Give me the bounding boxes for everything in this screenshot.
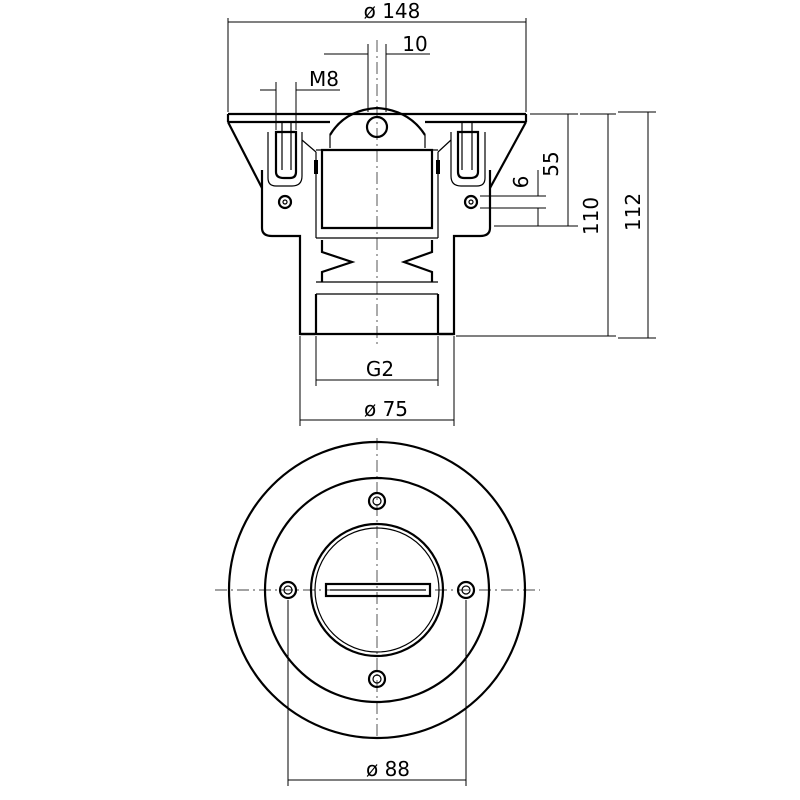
top-view: ø 88: [215, 438, 540, 786]
bolt-hole-bottom: [367, 669, 387, 689]
pin-hole-right: [463, 194, 479, 210]
dim-label-112: 112: [621, 193, 645, 231]
dim-label-88: ø 88: [366, 757, 410, 781]
dim-label-10: 10: [402, 32, 427, 56]
hinge-dome: [329, 106, 426, 148]
top-flange: [226, 112, 528, 189]
slot: [324, 582, 432, 598]
housing-right: [437, 122, 492, 336]
side-view: ø 148 10 M8 6: [226, 0, 656, 426]
dim-label-75: ø 75: [364, 397, 408, 421]
dim-label-148: ø 148: [364, 0, 421, 23]
dim-bolt-circle: ø 88: [287, 600, 467, 786]
dim-offset-10: 10: [324, 32, 430, 112]
dim-height-110: 110: [456, 113, 616, 337]
central-body: [314, 148, 440, 295]
dim-thread-m8: M8: [260, 67, 340, 130]
inner-ring: [263, 476, 491, 704]
dim-pipe-diameter: ø 75: [299, 336, 455, 426]
outlet-pipe: [300, 294, 454, 336]
dim-label-6: 6: [509, 176, 533, 189]
bolt-hole-top: [367, 491, 387, 511]
dim-pipe-thread: G2: [315, 336, 439, 386]
dim-height-6: 6: [480, 170, 546, 226]
outer-rim: [227, 440, 527, 740]
pin-hole-left: [277, 194, 293, 210]
flap-disc-inner: [314, 527, 440, 653]
bolt-hole-right: [456, 580, 476, 600]
seal-right: [436, 160, 440, 174]
dim-label-m8: M8: [309, 67, 339, 91]
dim-label-55: 55: [539, 151, 563, 176]
bolt-hole-left: [278, 580, 298, 600]
dim-label-110: 110: [579, 197, 603, 235]
housing-left: [260, 122, 317, 336]
dim-flange-diameter: ø 148: [227, 0, 527, 112]
dim-height-112: 112: [618, 111, 656, 339]
flap-disc: [309, 522, 445, 658]
seal-left: [314, 160, 318, 174]
dim-height-55: 55: [494, 113, 578, 227]
hinge-pin: [365, 115, 389, 139]
dim-label-g2: G2: [366, 357, 394, 381]
